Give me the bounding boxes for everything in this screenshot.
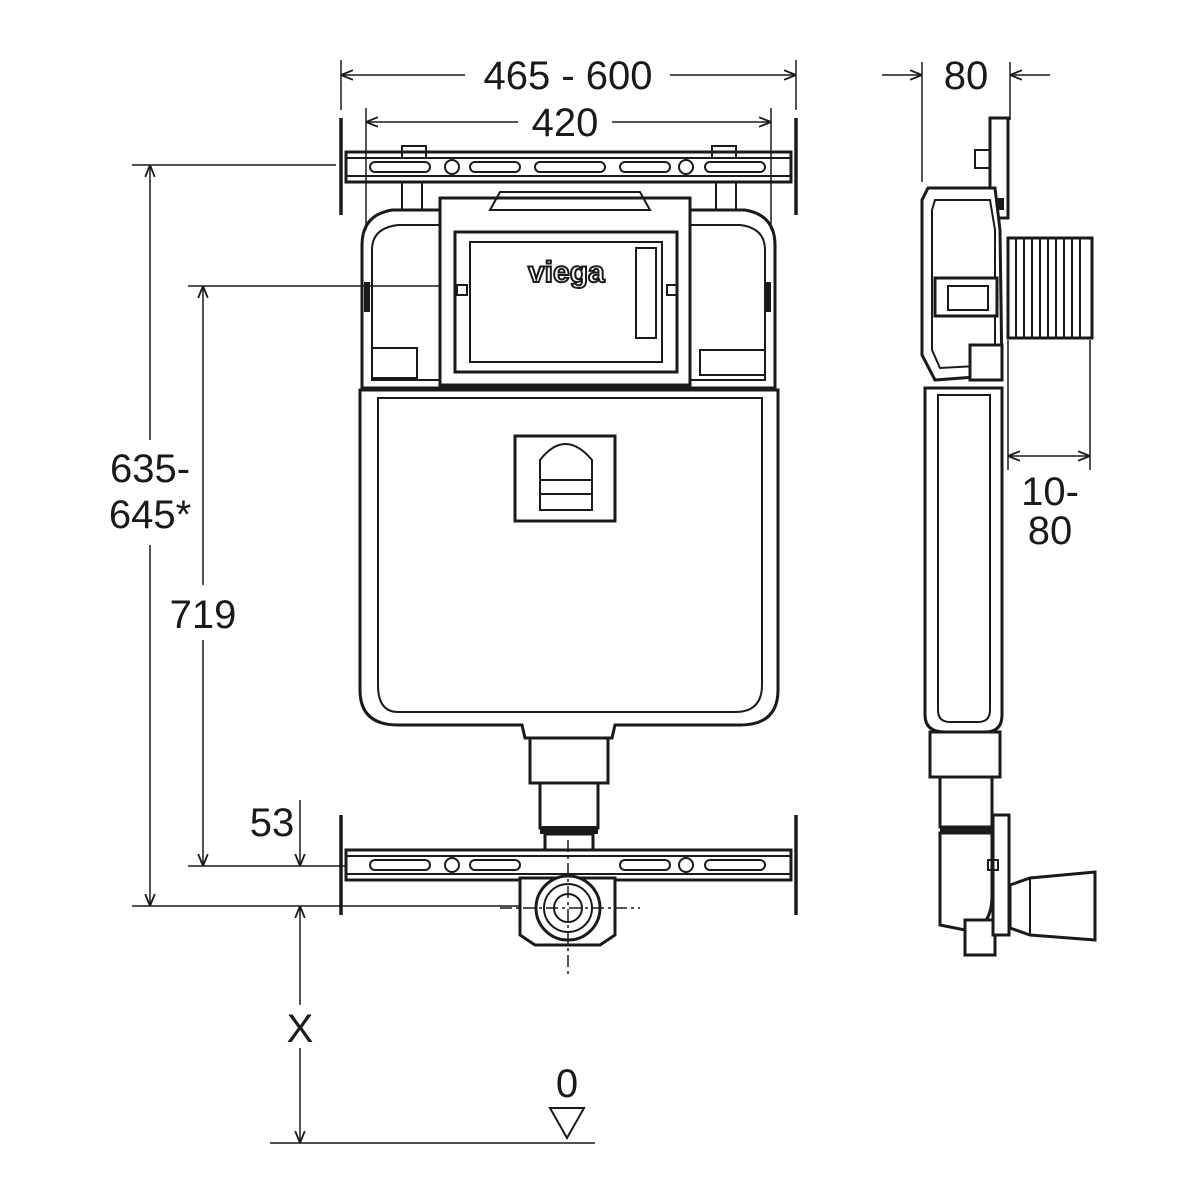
dim-x: X <box>270 906 595 1144</box>
cistern-body: viega <box>358 191 780 740</box>
floor-zero-label: 0 <box>556 1062 578 1106</box>
dim-635-label: 635- <box>110 447 190 491</box>
dim-53-label: 53 <box>250 801 295 845</box>
dim-adjust: 10- 80 <box>1007 340 1091 553</box>
dim-10-label: 10- <box>1021 470 1079 514</box>
dim-width-range: 465 - 600 <box>340 54 797 110</box>
brand-logo: viega <box>528 256 605 289</box>
drain-pipe <box>528 736 610 856</box>
dim-x-label: X <box>287 1007 314 1051</box>
dim-80b-label: 80 <box>1028 509 1073 553</box>
dim-height-range: 635- 645* <box>109 164 520 907</box>
dim-645-label: 645* <box>109 493 191 537</box>
dim-465-600-label: 465 - 600 <box>483 54 652 98</box>
front-view: viega <box>109 54 798 1144</box>
dim-53: 53 <box>250 800 300 866</box>
dim-depth: 80 <box>882 54 1050 182</box>
dim-719-label: 719 <box>170 593 237 637</box>
dim-420-label: 420 <box>532 101 599 145</box>
side-view: 80 10- 80 <box>882 54 1097 957</box>
bottom-bracket <box>339 815 798 975</box>
dim-80-label: 80 <box>944 54 989 98</box>
floor-level-marker: 0 <box>548 1062 586 1141</box>
dim-width-inner: 420 <box>365 101 772 230</box>
adjustment-ribs <box>1006 236 1094 340</box>
dim-719: 719 <box>170 285 440 867</box>
